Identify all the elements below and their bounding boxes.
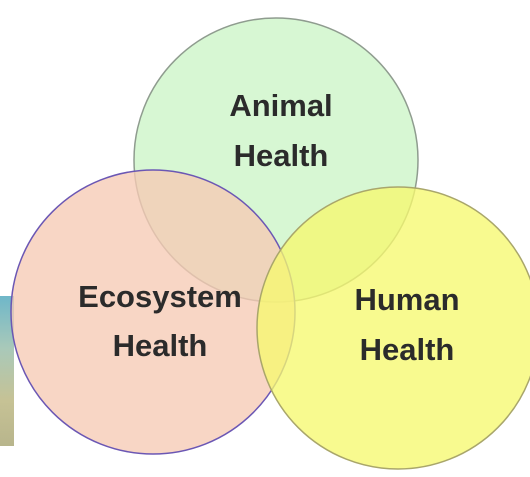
ecosystem-health-label-line2: Health xyxy=(113,328,208,363)
human-health-label: Human Health xyxy=(354,282,459,367)
human-health-label-line1: Human xyxy=(354,282,459,317)
animal-health-label: Animal Health xyxy=(229,88,332,173)
venn-circles xyxy=(10,17,530,470)
ecosystem-health-label-line1: Ecosystem xyxy=(78,279,242,314)
ecosystem-health-label: Ecosystem Health xyxy=(78,279,242,363)
partial-photo-edge xyxy=(0,296,14,446)
human-health-circle xyxy=(256,186,530,470)
animal-health-label-line2: Health xyxy=(234,138,329,173)
animal-health-label-line1: Animal xyxy=(229,88,332,123)
human-health-label-line2: Health xyxy=(360,332,455,367)
